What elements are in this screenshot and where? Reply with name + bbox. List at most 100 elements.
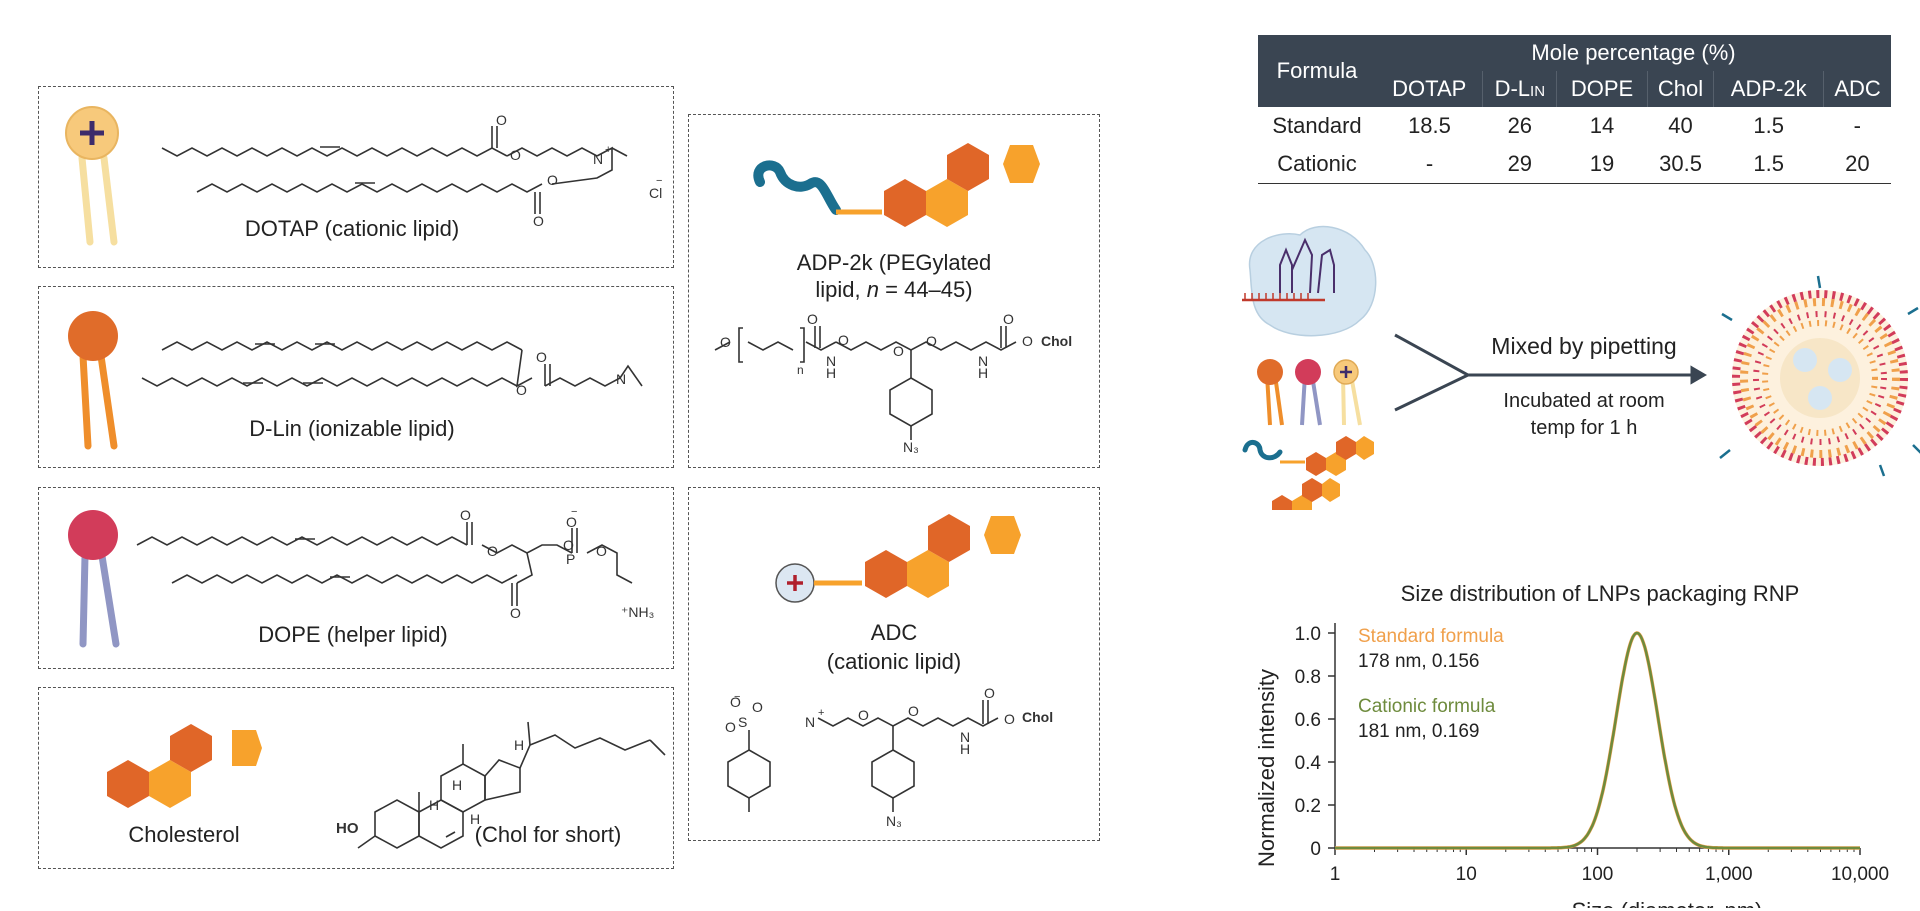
panel-adp-2k (688, 114, 1100, 468)
table-cell: 1.5 (1753, 113, 1784, 138)
y-tick-label: 0.2 (1295, 796, 1321, 817)
merge-arrow-icon (1394, 333, 1707, 412)
y-tick-label: 0.6 (1295, 710, 1321, 731)
cholesterol-structure (357, 721, 666, 849)
adc-lipid-icon (775, 514, 1021, 603)
svg-text:O: O (496, 112, 507, 128)
mixed-by-pipetting-label: Mixed by pipetting (1491, 333, 1677, 359)
svg-text:N: N (593, 151, 603, 167)
svg-text:N: N (616, 371, 626, 387)
svg-text:S: S (738, 714, 747, 730)
adc-structure (727, 700, 999, 812)
svg-text:Chol: Chol (1022, 709, 1053, 725)
y-tick-label: 1.0 (1295, 624, 1321, 645)
cholesterol-label: Cholesterol (128, 822, 240, 847)
y-tick-label: 0.8 (1295, 667, 1321, 688)
lipid-structures-drawing: O O O O N + Cl − O O N O (65, 106, 1072, 849)
adp-2k-structure (714, 326, 1017, 440)
table-col-adc: ADC (1823, 71, 1891, 107)
svg-text:H: H (978, 365, 988, 381)
svg-text:⁺NH₃: ⁺NH₃ (621, 604, 654, 620)
svg-text:O: O (1022, 333, 1033, 349)
adc-label-line1: ADC (870, 620, 918, 645)
svg-text:N: N (978, 353, 988, 369)
legend-standard-info: 178 nm, 0.156 (1358, 651, 1479, 672)
table-formula-header: Formula (1258, 35, 1376, 107)
dotap-structure (161, 126, 628, 214)
table-col-adp-2k: ADP-2k (1713, 71, 1825, 107)
svg-text:N₃: N₃ (886, 813, 902, 829)
svg-text:O: O (566, 514, 577, 530)
cholesterol-hex-icon (107, 724, 262, 808)
y-tick-label: 0.4 (1295, 753, 1322, 774)
chart-ylabel: Normalized intensity (1254, 669, 1279, 867)
svg-text:O: O (926, 333, 937, 349)
dotap-lipid-icon (65, 106, 119, 246)
three-lipids-icon (1257, 359, 1362, 426)
svg-text:Cl: Cl (649, 185, 662, 201)
lnp-formation-schematic (1242, 225, 1920, 510)
svg-text:N: N (805, 714, 815, 730)
lnp-particle-icon (1719, 275, 1920, 477)
svg-text:O: O (725, 719, 736, 735)
svg-text:N: N (960, 729, 970, 745)
dope-structure (136, 522, 633, 606)
table-row: Cationic - 29 19 30.5 1.5 20 (1258, 145, 1891, 184)
svg-text:−: − (656, 175, 662, 187)
svg-text:HO: HO (336, 820, 359, 837)
svg-text:O: O (533, 213, 544, 229)
svg-text:O: O (516, 382, 527, 398)
svg-text:O: O (460, 507, 471, 523)
svg-text:O: O (510, 147, 521, 163)
svg-text:+: + (818, 707, 824, 719)
svg-text:O: O (547, 172, 558, 188)
table-cell: 14 (1589, 113, 1615, 138)
incubated-label-line2: temp for 1 h (1530, 417, 1638, 439)
table-row: Standard 18.5 26 14 40 1.5 - (1258, 107, 1891, 145)
incubated-label-line1: Incubated at room (1503, 390, 1665, 412)
svg-text:O: O (730, 694, 741, 710)
table-cell: 40 (1668, 113, 1693, 138)
x-tick-label: 10,000 (1831, 864, 1889, 885)
svg-text:O: O (908, 703, 919, 719)
svg-text:O: O (893, 343, 904, 359)
adc-label-line2: (cationic lipid) (826, 649, 962, 674)
svg-text:O: O (536, 349, 547, 365)
svg-text:O: O (596, 543, 607, 559)
panel-dlin (38, 286, 674, 468)
svg-text:N: N (826, 353, 836, 369)
table-group-header: Mole percentage (%) (1376, 35, 1891, 71)
cholesterol-small-icon (1272, 478, 1340, 510)
series-cationic-line (1335, 631, 1860, 850)
svg-text:O: O (1003, 311, 1014, 327)
rnp-icon (1242, 225, 1377, 337)
table-col-chol: Chol (1647, 71, 1715, 107)
panel-cholesterol (38, 687, 674, 869)
table-row-label: Cationic (1258, 145, 1376, 184)
y-tick-label: 0 (1310, 839, 1321, 860)
table-cell: - (1853, 113, 1861, 138)
table-col-dotap: DOTAP (1376, 71, 1484, 107)
adp-2k-label-line1: ADP-2k (PEGylated (796, 250, 992, 275)
svg-text:O: O (838, 332, 849, 348)
x-tick-label: 10 (1456, 864, 1477, 885)
chart-title: Size distribution of LNPs packaging RNP (1401, 581, 1800, 606)
dope-lipid-icon (68, 510, 120, 648)
table-cell: 26 (1507, 113, 1533, 138)
panel-dotap (38, 86, 674, 268)
svg-text:O: O (563, 537, 574, 553)
legend-standard-name: Standard formula (1358, 626, 1504, 647)
adp-2k-lipid-icon (753, 143, 1040, 227)
table-cell: 18.5 (1408, 113, 1451, 138)
table-row-label: Standard (1272, 113, 1362, 138)
svg-text:P: P (566, 551, 575, 567)
panel-dope (38, 487, 674, 669)
table-cell: 29 (1482, 145, 1557, 184)
table-cell: 20 (1823, 145, 1891, 184)
svg-text:O: O (858, 707, 869, 723)
dlin-structure (141, 341, 643, 388)
dope-label: DOPE (helper lipid) (258, 622, 448, 647)
size-distribution-chart: Size distribution of LNPs packaging RNP … (1254, 581, 1889, 908)
legend-cationic-info: 181 nm, 0.169 (1358, 721, 1479, 742)
